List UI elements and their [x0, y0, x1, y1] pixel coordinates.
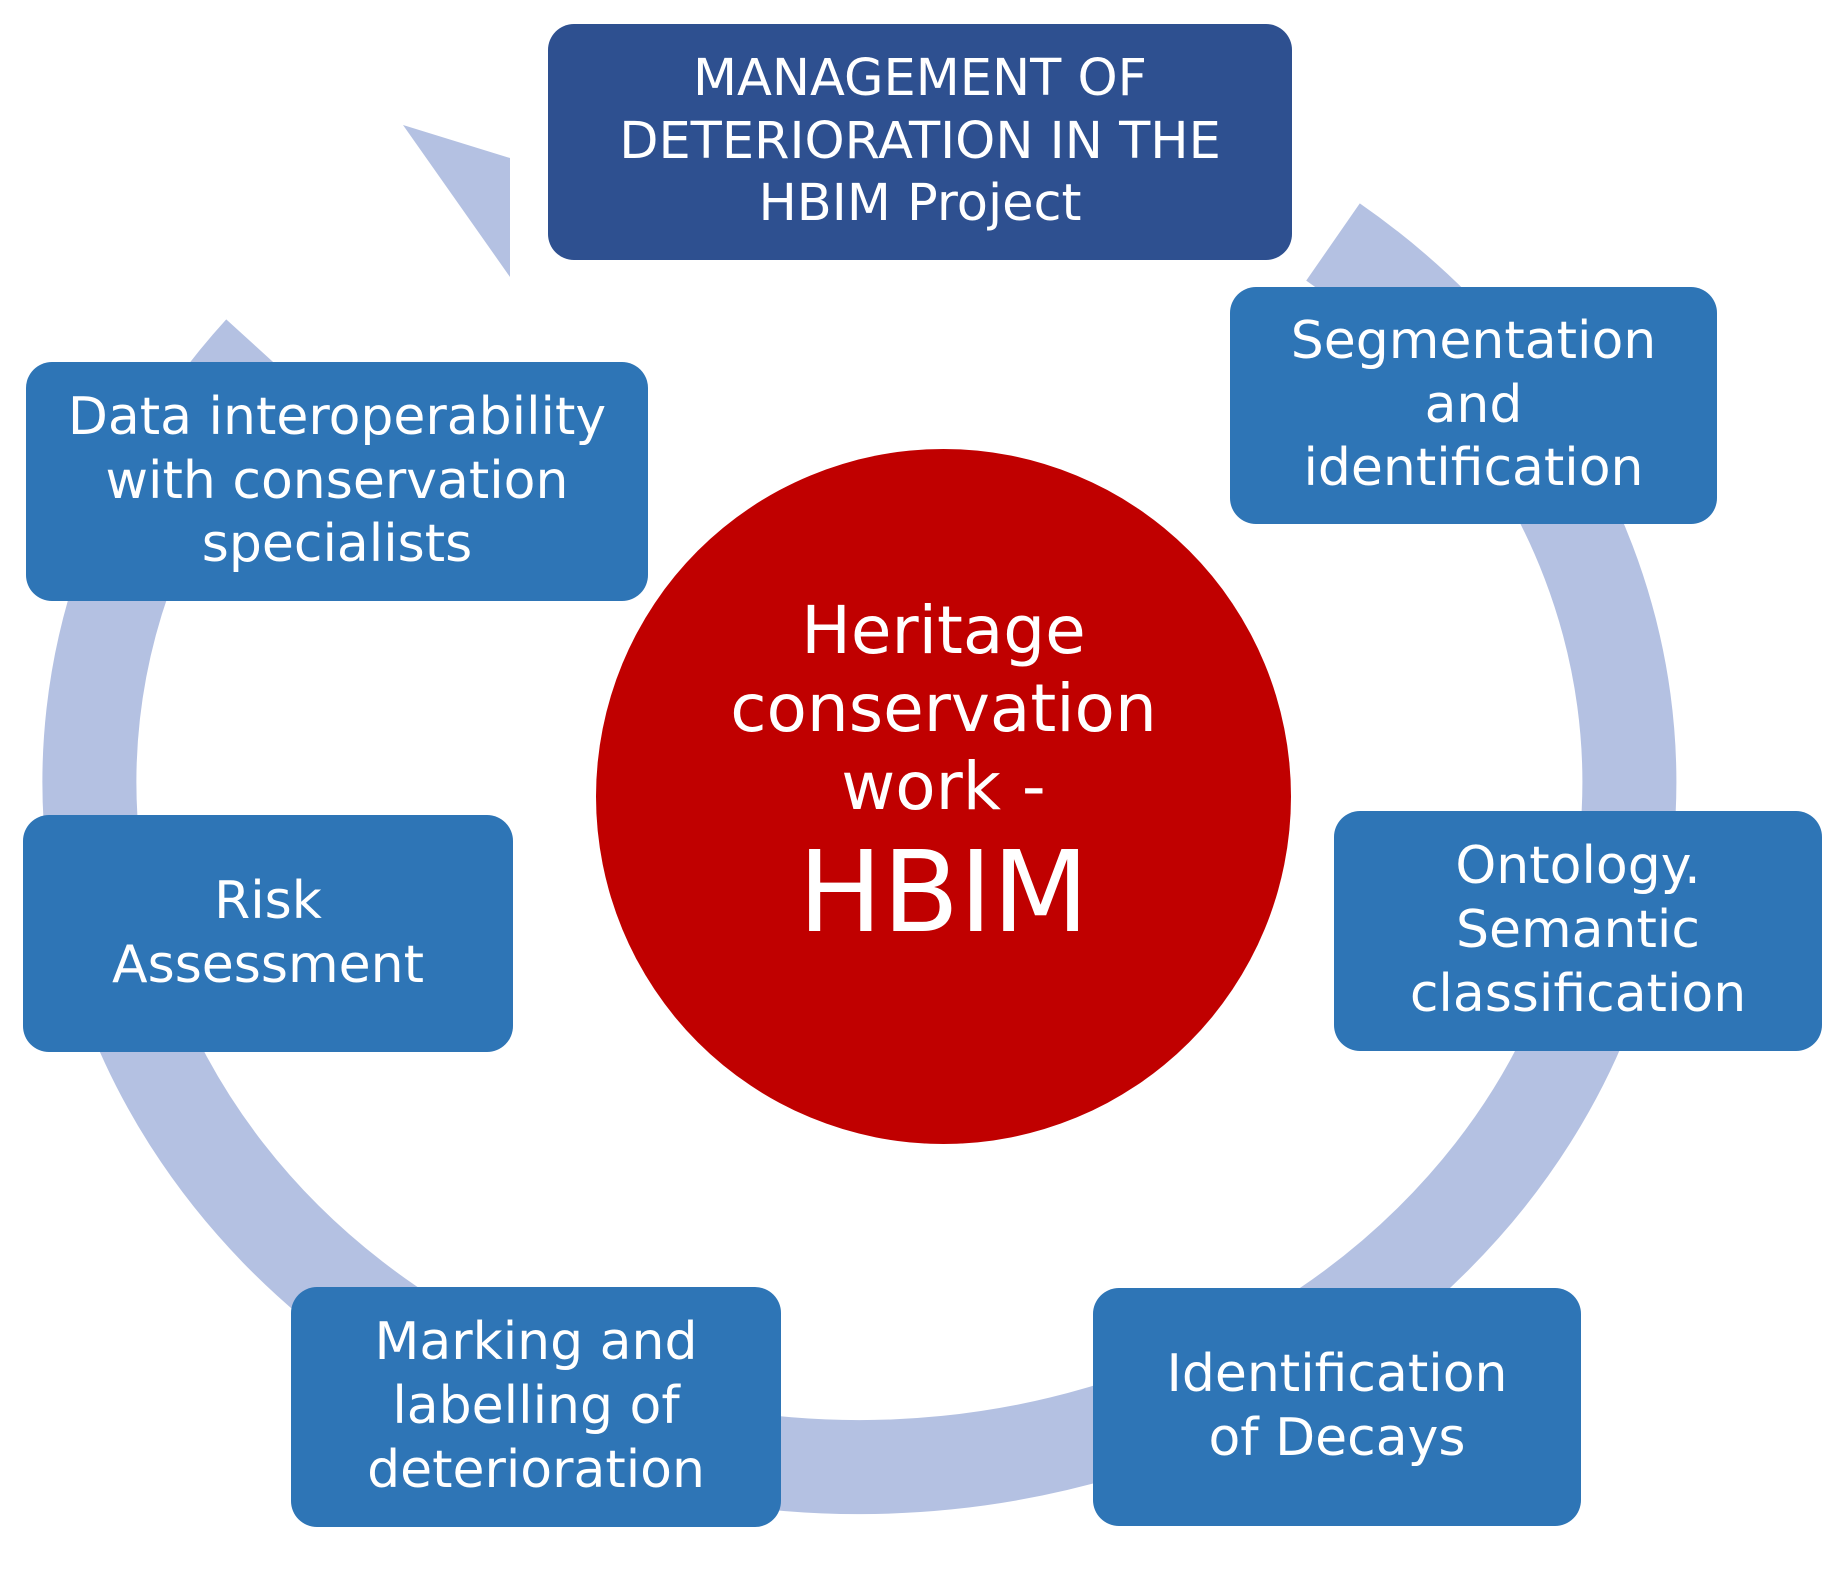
risk-line-1: Risk: [214, 870, 322, 931]
segmentation-line-1: Segmentation: [1290, 310, 1657, 371]
ontology-line-3: classification: [1409, 963, 1747, 1024]
center-line-1: Heritage: [801, 592, 1086, 670]
center-circle: Heritage conservation work - HBIM: [596, 449, 1291, 1144]
center-hbim-label: HBIM: [798, 828, 1089, 959]
ontology-line-1: Ontology.: [1455, 836, 1701, 897]
management-line-1: MANAGEMENT OF: [693, 48, 1147, 108]
interoperability-line-1: Data interoperability: [67, 386, 607, 447]
center-line-3: work -: [841, 748, 1046, 826]
decays-line-2: of Decays: [1208, 1408, 1466, 1468]
interoperability-line-2: with conservation: [105, 450, 569, 511]
marking-line-2: labelling of: [392, 1376, 680, 1437]
segmentation-line-3: identification: [1303, 438, 1644, 499]
interoperability-node: Data interoperability with conservation …: [26, 362, 648, 601]
segmentation-node: Segmentation and identification: [1230, 287, 1717, 524]
marking-line-3: deterioration: [367, 1439, 705, 1500]
risk-line-2: Assessment: [112, 934, 424, 995]
management-line-3: HBIM Project: [758, 174, 1082, 234]
management-node: MANAGEMENT OF DETERIORATION IN THE HBIM …: [548, 24, 1292, 260]
segmentation-line-2: and: [1424, 374, 1523, 435]
ontology-node: Ontology. Semantic classification: [1334, 811, 1822, 1051]
center-line-2: conservation: [730, 670, 1157, 748]
risk-node: Risk Assessment: [23, 815, 513, 1052]
decays-node: Identification of Decays: [1093, 1288, 1581, 1526]
interoperability-line-3: specialists: [201, 514, 473, 575]
management-line-2: DETERIORATION IN THE: [619, 111, 1221, 171]
ontology-line-2: Semantic: [1456, 900, 1700, 961]
marking-line-1: Marking and: [374, 1312, 698, 1373]
decays-line-1: Identification: [1166, 1344, 1508, 1405]
cycle-arrow-head: [403, 125, 510, 277]
marking-node: Marking and labelling of deterioration: [291, 1287, 781, 1527]
